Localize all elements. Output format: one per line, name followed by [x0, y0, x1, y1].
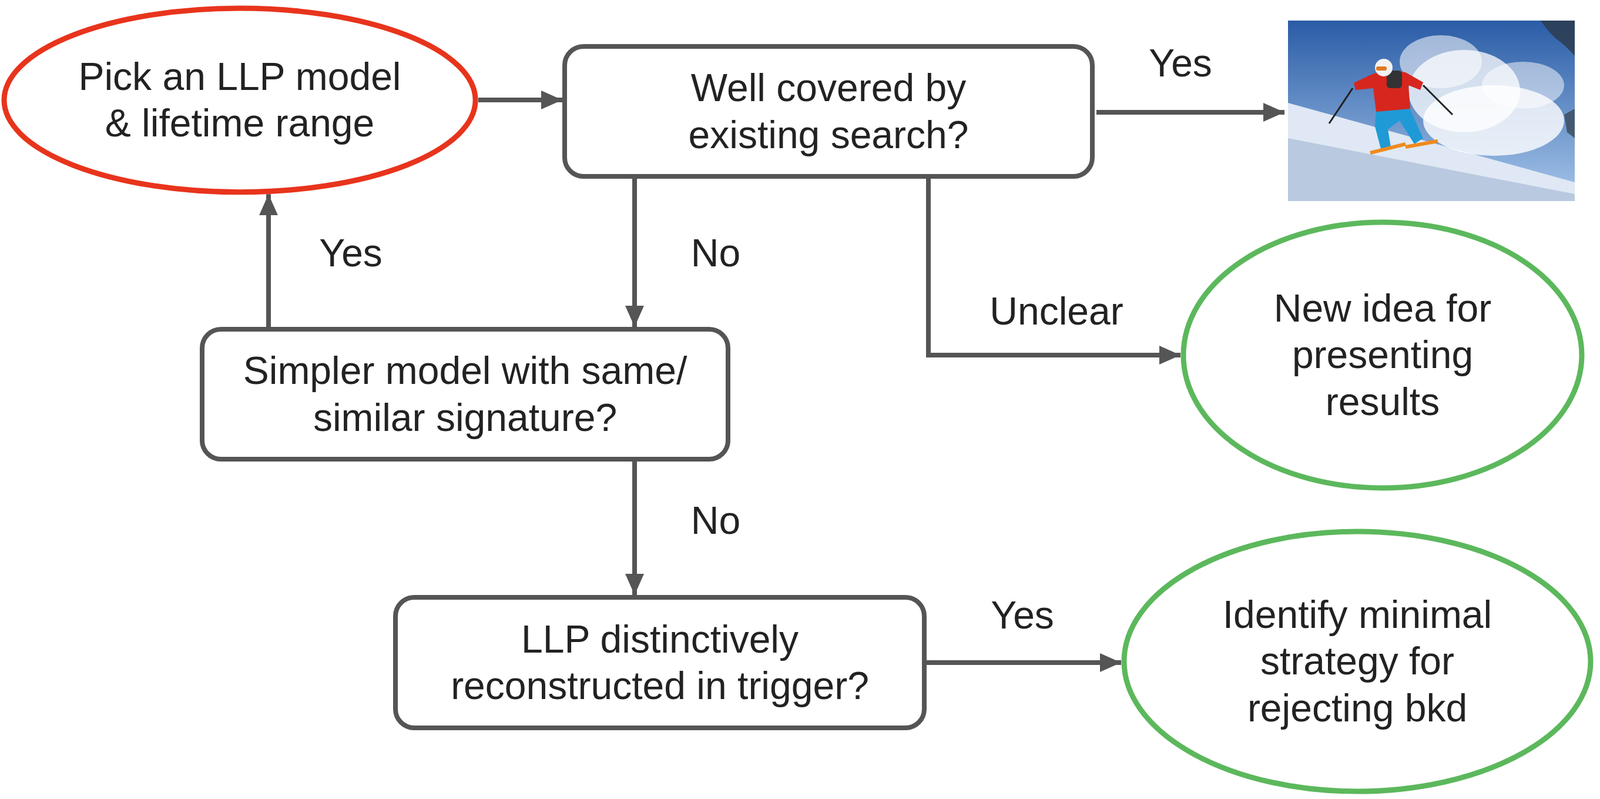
ellipse-outline — [1183, 222, 1582, 488]
node-text: LLP distinctively reconstructed in trigg… — [424, 615, 895, 709]
tree-branch — [1564, 108, 1575, 139]
decision-box: LLP distinctively reconstructed in trigg… — [393, 594, 927, 730]
node-text: New idea for presenting results — [1247, 284, 1518, 425]
snow-spray — [1481, 61, 1565, 109]
flow-arrow — [928, 178, 1181, 355]
ski-pole — [1423, 85, 1453, 115]
tree-branch — [1540, 20, 1575, 56]
yes-arrow — [1096, 109, 1285, 115]
ski-pole — [1329, 88, 1353, 124]
ellipse-outline — [1124, 531, 1591, 791]
flow-arrow — [632, 178, 637, 327]
flow-arrow — [266, 193, 271, 327]
ellipse-outline — [1, 5, 479, 196]
flow-arrow — [632, 461, 637, 595]
ski — [1370, 143, 1406, 153]
skier-photo — [1287, 20, 1575, 201]
node-text: Simpler model with same/ similar signatu… — [230, 347, 701, 441]
outcome-ellipse: New idea for presenting results — [1180, 219, 1585, 491]
ellipse-outline — [4, 8, 476, 193]
node-text: Pick an LLP model & lifetime range — [63, 53, 417, 147]
node-text: Well covered by existing search? — [652, 64, 1005, 158]
flow-arrow — [926, 659, 1122, 665]
flow-arrow — [478, 97, 563, 103]
edge-label: No — [686, 497, 746, 544]
skier-goggles — [1376, 66, 1387, 71]
arrow-label: Yes — [1144, 39, 1217, 87]
sky — [1287, 20, 1575, 201]
node-text: Identify minimal strategy for rejecting … — [1210, 591, 1505, 731]
decision-box: Well covered by existing search? — [562, 44, 1095, 179]
skier-jacket — [1353, 70, 1424, 112]
edge-label: Unclear — [984, 287, 1128, 335]
edge-label: Yes — [314, 229, 388, 277]
skier-helmet — [1374, 58, 1393, 77]
edge-label: No — [686, 229, 746, 277]
ski — [1405, 141, 1438, 147]
start-ellipse: Pick an LLP model & lifetime range — [1, 5, 479, 196]
outcome-ellipse: Identify minimal strategy for rejecting … — [1121, 528, 1594, 794]
decision-box: Simpler model with same/ similar signatu… — [199, 326, 731, 462]
skier-pants — [1374, 105, 1424, 149]
edge-label: Yes — [985, 591, 1059, 639]
